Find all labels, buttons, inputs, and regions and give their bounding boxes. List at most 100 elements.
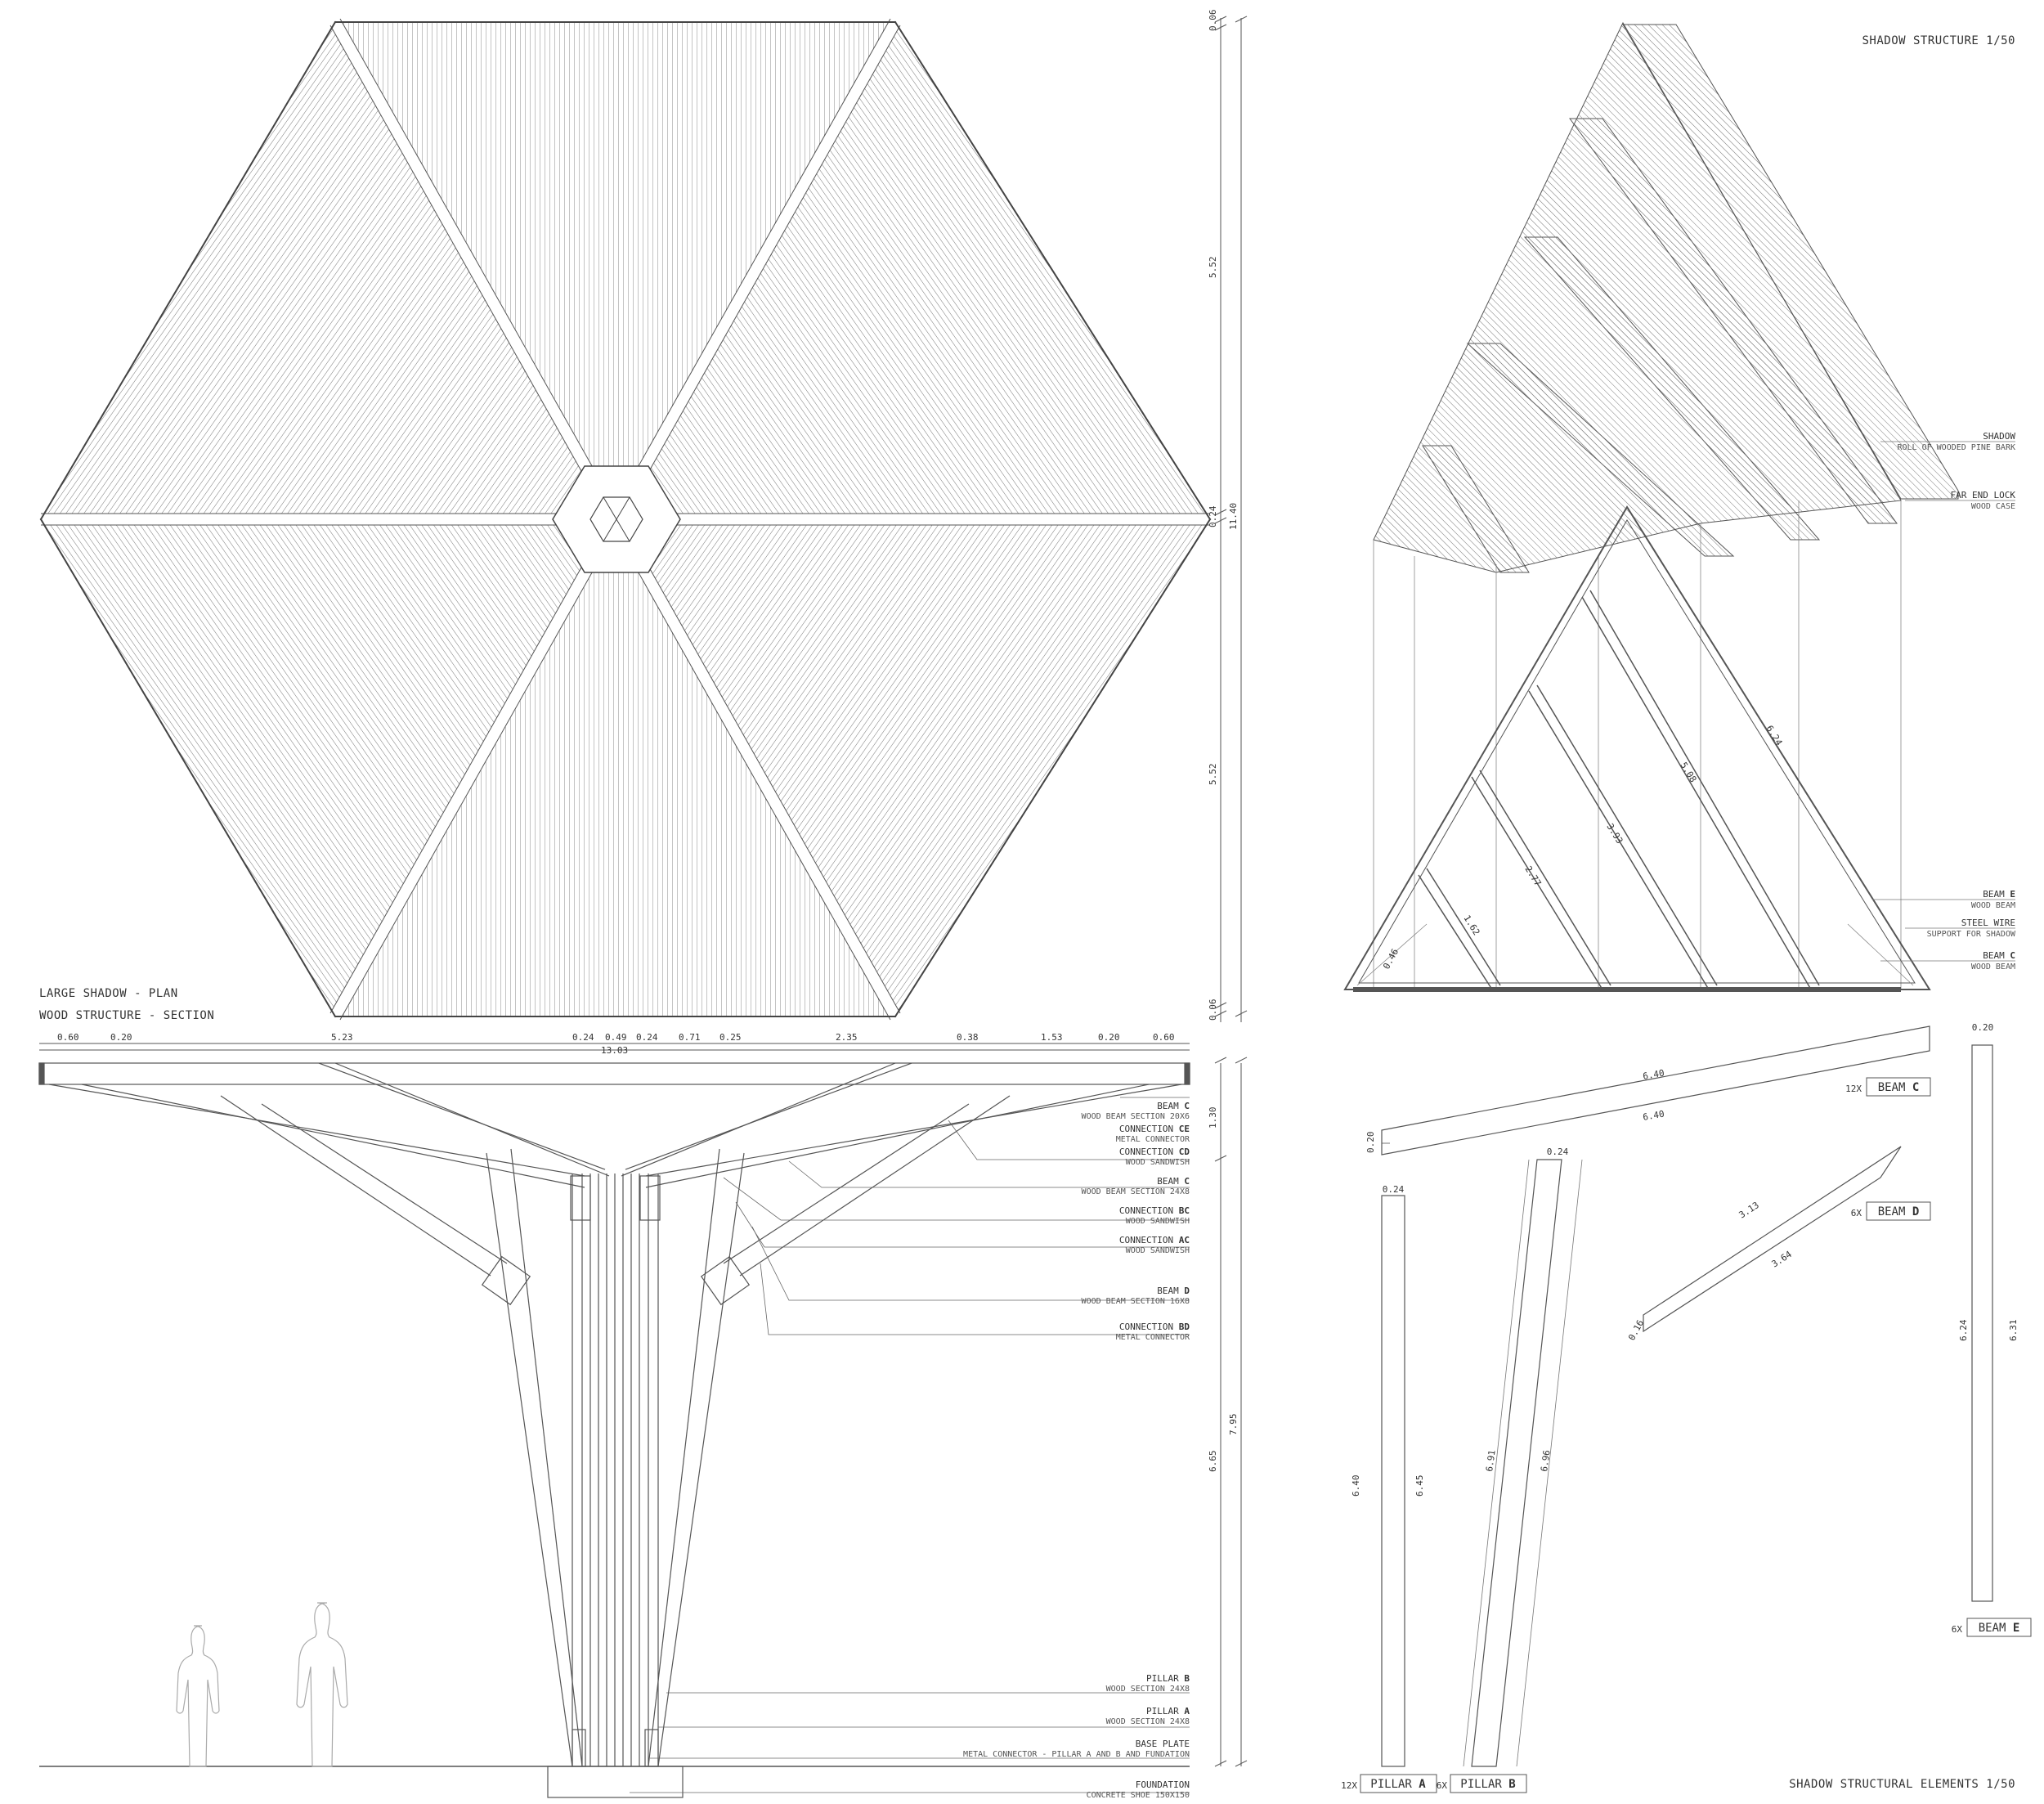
sec-dim-5: 0.49 bbox=[605, 1032, 627, 1043]
elements-title: SHADOW STRUCTURAL ELEMENTS 1/50 bbox=[1789, 1778, 2015, 1791]
tag-pillar-b: 6X PILLAR B bbox=[1437, 1774, 1527, 1793]
plan-dim-3: 0.24 bbox=[1208, 505, 1218, 527]
label-far-end-lock: FAR END LOCK bbox=[1951, 490, 2016, 500]
label-connection-ce: CONNECTION CE bbox=[1119, 1124, 1190, 1134]
sec-right-dim-1: 1.30 bbox=[1208, 1107, 1218, 1129]
label-beam-c-elev-sub: WOOD BEAM bbox=[1971, 963, 2015, 972]
pillar-a-dim-3: 6.45 bbox=[1414, 1475, 1425, 1497]
section-leader-lines bbox=[630, 1097, 1190, 1793]
pillar-b-qty: 6X bbox=[1437, 1780, 1448, 1791]
label-steel-wire: STEEL WIRE bbox=[1961, 918, 2015, 928]
sec-dim-13: 0.60 bbox=[1153, 1032, 1175, 1043]
label-connection-bd-sub: METAL CONNECTOR bbox=[1116, 1333, 1190, 1342]
hexagon-plan bbox=[39, 18, 1212, 1021]
beam-e-qty: 6X bbox=[1952, 1624, 1963, 1635]
pillar-b-dim-3: 6.96 bbox=[1539, 1449, 1553, 1472]
label-beam-e-sub: WOOD BEAM bbox=[1971, 901, 2015, 910]
beam-c-dim-1: 6.40 bbox=[1642, 1068, 1665, 1082]
section-top-beam bbox=[38, 1062, 1190, 1085]
label-connection-ce-sub: METAL CONNECTOR bbox=[1116, 1135, 1190, 1144]
element-beam-c bbox=[1381, 1025, 1930, 1156]
pillar-b-dim-lines bbox=[1463, 1159, 1583, 1767]
plan-dim-2: 5.52 bbox=[1208, 257, 1218, 279]
tag-pillar-a: 12X PILLAR A bbox=[1341, 1774, 1437, 1793]
label-far-end-lock-sub: WOOD CASE bbox=[1971, 502, 2015, 511]
label-foundation: FOUNDATION bbox=[1136, 1779, 1190, 1790]
label-beam-e: BEAM E bbox=[1983, 889, 2015, 900]
element-beam-d bbox=[1643, 1146, 1902, 1333]
beam-e-dim-2: 6.24 bbox=[1958, 1319, 1969, 1341]
plan-title: LARGE SHADOW - PLAN bbox=[39, 987, 178, 1000]
elev-dim-4: 3.93 bbox=[1604, 822, 1625, 846]
label-beam-c-elev: BEAM C bbox=[1983, 950, 2015, 961]
triangle-frame-inner bbox=[1358, 519, 1916, 984]
shade-strip bbox=[1622, 24, 1959, 500]
label-shadow: SHADOW bbox=[1983, 431, 2015, 442]
sec-dim-2: 0.20 bbox=[110, 1032, 132, 1043]
pillar-b-dim-2: 6.91 bbox=[1484, 1449, 1498, 1472]
connection-plate-left bbox=[481, 1255, 531, 1306]
connection-plate-top-left bbox=[570, 1175, 591, 1221]
label-connection-bd: CONNECTION BD bbox=[1119, 1322, 1190, 1332]
label-base-plate: BASE PLATE bbox=[1136, 1739, 1190, 1749]
sec-dim-12: 0.20 bbox=[1098, 1032, 1120, 1043]
pillar-a-name: PILLAR A bbox=[1370, 1778, 1426, 1791]
sec-right-dim-total: 7.95 bbox=[1228, 1414, 1239, 1436]
elev-dim-5: 5.08 bbox=[1678, 761, 1698, 784]
element-pillar-b bbox=[1471, 1159, 1562, 1767]
shadow-elevation: 0.46 1.62 2.77 3.93 5.08 6.24 bbox=[1343, 21, 1959, 992]
elev-dim-6: 6.24 bbox=[1764, 724, 1784, 748]
foundation bbox=[547, 1766, 684, 1798]
elevation-labels: SHADOW ROLL OF WOODED PINE BARK FAR END … bbox=[1898, 431, 2016, 972]
label-beam-c-top-sub: WOOD BEAM SECTION 20X6 bbox=[1082, 1112, 1190, 1121]
pillar-a-dim-2: 6.40 bbox=[1351, 1475, 1361, 1497]
connection-plate-right bbox=[700, 1255, 751, 1306]
plan-dim-5: 0.06 bbox=[1208, 999, 1218, 1021]
plan-dim-1: 0.06 bbox=[1208, 10, 1218, 32]
sec-dim-4: 0.24 bbox=[572, 1032, 594, 1043]
tag-beam-c: 12X BEAM C bbox=[1845, 1077, 1931, 1097]
shadow-structure-title: SHADOW STRUCTURE 1/50 bbox=[1862, 34, 2015, 47]
sec-dim-7: 0.71 bbox=[679, 1032, 701, 1043]
plan-dimension-chain: 0.06 5.52 0.24 5.52 0.06 11.40 bbox=[1208, 10, 1248, 1022]
section-title: WOOD STRUCTURE - SECTION bbox=[39, 1009, 214, 1022]
label-connection-bc-sub: WOOD SANDWISH bbox=[1126, 1217, 1190, 1226]
beam-c-dim-3: 0.20 bbox=[1365, 1132, 1376, 1154]
plan-outline bbox=[39, 21, 1212, 1017]
label-pillar-b-sub: WOOD SECTION 24X8 bbox=[1106, 1685, 1190, 1694]
label-pillar-b: PILLAR B bbox=[1146, 1673, 1190, 1684]
beam-c-dim-2: 6.40 bbox=[1642, 1109, 1665, 1123]
pillar-b-dim-1: 0.24 bbox=[1547, 1147, 1569, 1157]
label-beam-d-sub: WOOD BEAM SECTION 16X8 bbox=[1082, 1297, 1190, 1306]
sec-dim-9: 2.35 bbox=[836, 1032, 858, 1043]
beam-e-dim-1: 0.20 bbox=[1972, 1022, 1994, 1033]
element-beam-e bbox=[1971, 1044, 1993, 1602]
label-foundation-sub: CONCRETE SHOE 150X150 bbox=[1087, 1791, 1190, 1800]
sec-dim-3: 5.23 bbox=[331, 1032, 353, 1043]
label-beam-c-sub: WOOD BEAM SECTION 24X8 bbox=[1082, 1187, 1190, 1196]
beam-d-qty: 6X bbox=[1851, 1208, 1862, 1218]
connection-plate-top-right bbox=[639, 1175, 661, 1221]
tag-beam-d: 6X BEAM D bbox=[1851, 1201, 1931, 1221]
pillar-a-dim-1: 0.24 bbox=[1383, 1184, 1405, 1195]
sec-right-dim-2: 6.65 bbox=[1208, 1451, 1218, 1473]
sec-dim-6: 0.24 bbox=[636, 1032, 658, 1043]
beam-e-name: BEAM E bbox=[1979, 1622, 2020, 1635]
sec-dim-10: 0.38 bbox=[957, 1032, 979, 1043]
plan-dim-total: 11.40 bbox=[1228, 503, 1239, 530]
label-base-plate-sub: METAL CONNECTOR - PILLAR A AND B AND FUN… bbox=[963, 1750, 1190, 1759]
beam-c-name: BEAM C bbox=[1878, 1081, 1920, 1094]
label-shadow-sub: ROLL OF WOODED PINE BARK bbox=[1898, 443, 2016, 452]
beam-d-name: BEAM D bbox=[1878, 1205, 1920, 1218]
sec-dim-1: 0.60 bbox=[57, 1032, 79, 1043]
label-steel-wire-sub: SUPPORT FOR SHADOW bbox=[1927, 930, 2016, 939]
plan-dim-4: 5.52 bbox=[1208, 764, 1218, 786]
label-beam-d: BEAM D bbox=[1157, 1286, 1190, 1296]
section-structure bbox=[38, 1062, 1190, 1798]
human-silhouette-figures bbox=[176, 1602, 348, 1767]
beam-end-cap-left bbox=[38, 1062, 45, 1085]
beam-d-dim-2: 3.64 bbox=[1770, 1249, 1795, 1270]
label-pillar-a: PILLAR A bbox=[1146, 1706, 1190, 1716]
sec-dim-8: 0.25 bbox=[719, 1032, 742, 1043]
